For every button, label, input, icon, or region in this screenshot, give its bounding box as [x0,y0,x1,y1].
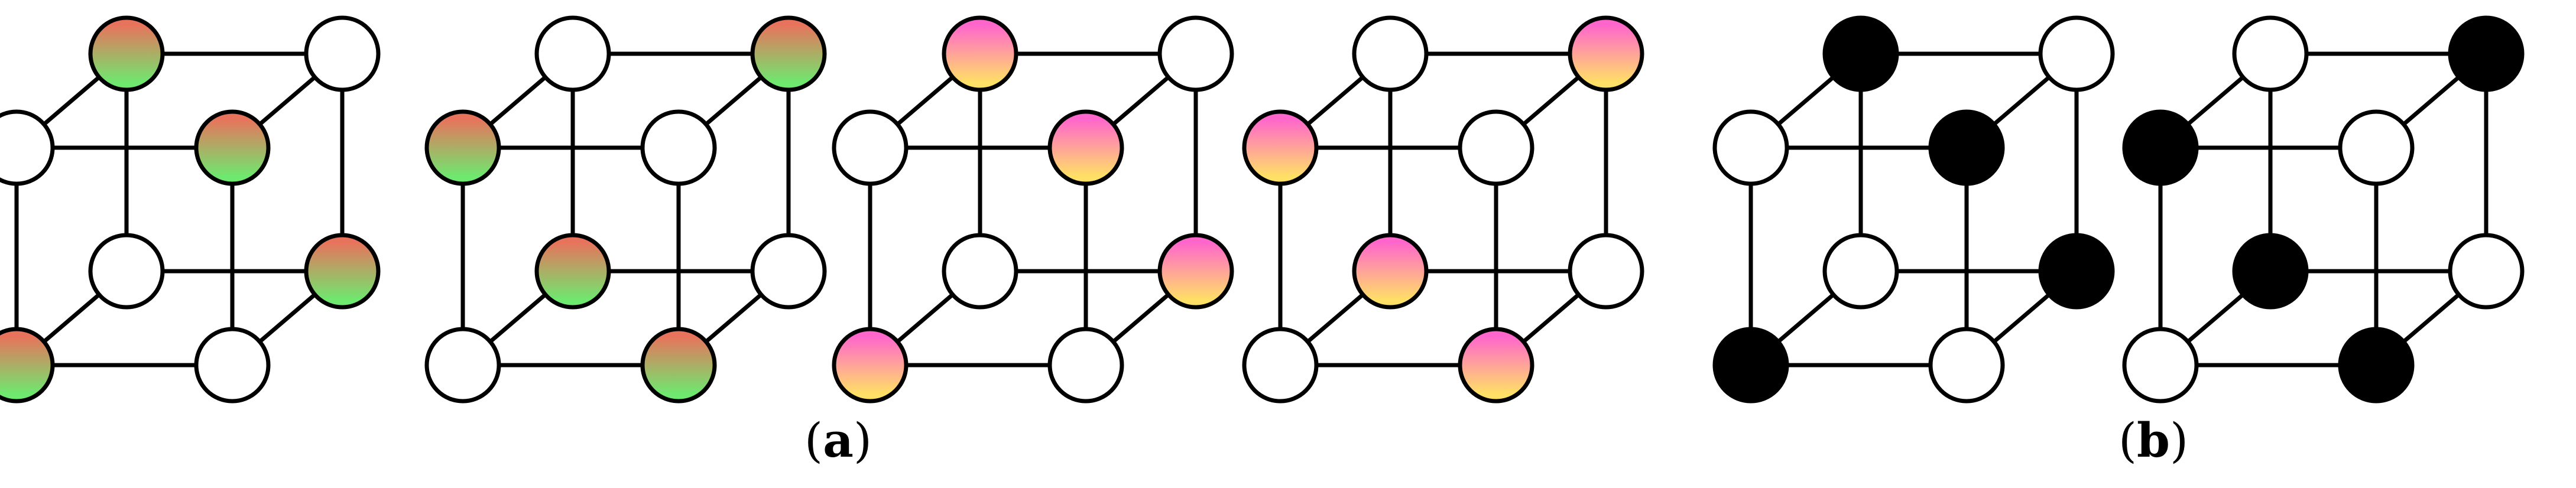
node-back-top-right-empty [304,15,381,92]
node-back-top-left-empty [1352,15,1429,92]
node-front-bottom-left-filled [0,327,55,404]
node-back-top-right-filled [1568,15,1644,92]
node-back-bottom-right-empty [750,233,827,310]
node-back-bottom-left-empty [1822,233,1899,310]
caption-a: (a) [804,412,872,468]
node-front-top-right-filled [1928,109,2005,186]
node-front-bottom-right-empty [1928,327,2005,404]
node-front-top-left-empty [0,109,55,186]
node-back-bottom-left-filled [2232,233,2309,310]
node-front-top-left-filled [424,109,501,186]
node-back-bottom-left-empty [942,233,1018,310]
node-front-top-right-empty [2338,109,2415,186]
node-back-bottom-left-filled [1352,233,1429,310]
node-front-top-right-empty [1458,109,1534,186]
node-back-bottom-right-filled [2038,233,2115,310]
caption-b: (b) [2118,412,2189,468]
cube-6 [2122,15,2525,404]
node-back-top-left-filled [88,15,165,92]
node-front-bottom-left-empty [1242,327,1319,404]
node-front-top-right-filled [194,109,271,186]
node-front-bottom-left-empty [424,327,501,404]
node-front-bottom-left-filled [832,327,909,404]
node-front-bottom-right-filled [1458,327,1534,404]
node-front-bottom-left-filled [1712,327,1789,404]
node-back-top-right-filled [2448,15,2525,92]
node-back-top-right-filled [750,15,827,92]
node-back-top-left-empty [534,15,611,92]
cube-4 [1242,15,1644,404]
node-back-top-left-filled [942,15,1018,92]
node-back-top-right-empty [2038,15,2115,92]
node-back-bottom-right-empty [1568,233,1644,310]
cube-1 [0,15,381,404]
node-back-top-left-filled [1822,15,1899,92]
node-front-top-left-empty [832,109,909,186]
node-back-bottom-right-filled [304,233,381,310]
node-front-bottom-right-filled [2338,327,2415,404]
node-front-top-right-filled [1047,109,1124,186]
node-front-bottom-right-empty [194,327,271,404]
node-front-top-left-filled [2122,109,2199,186]
node-front-bottom-right-empty [1047,327,1124,404]
node-back-bottom-left-filled [534,233,611,310]
node-back-top-right-empty [1157,15,1234,92]
node-front-top-left-empty [1712,109,1789,186]
node-front-bottom-right-filled [640,327,717,404]
cube-3 [832,15,1234,404]
node-front-top-right-empty [640,109,717,186]
cube-2 [424,15,827,404]
node-back-bottom-right-filled [1157,233,1234,310]
node-front-top-left-filled [1242,109,1319,186]
node-back-bottom-left-empty [88,233,165,310]
node-back-top-left-empty [2232,15,2309,92]
node-back-bottom-right-empty [2448,233,2525,310]
node-front-bottom-left-empty [2122,327,2199,404]
cube-5 [1712,15,2115,404]
